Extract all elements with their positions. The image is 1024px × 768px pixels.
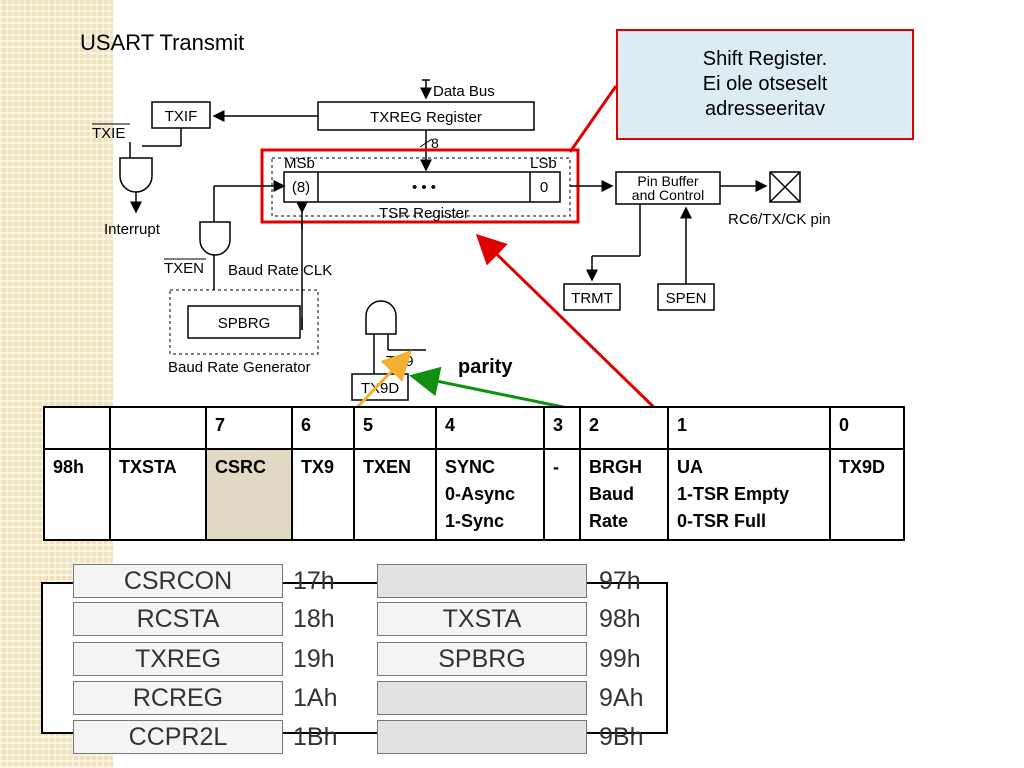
header-cell: 0 [829, 406, 905, 450]
register-address-map: CSRCON 17h 97h RCSTA 18h TXSTA 98h TXREG… [41, 564, 668, 754]
lsb-label: LSb [530, 155, 557, 172]
trmt-box [563, 283, 621, 311]
txie-label: TXIE [92, 125, 125, 142]
cell-bit1: UA 1-TSR Empty 0-TSR Full [667, 448, 831, 541]
data-bus-label: Data Bus [433, 83, 495, 100]
txif-flag: TXIF [151, 101, 211, 129]
data-bus: Data Bus [420, 79, 495, 100]
pin-label: RC6/TX/CK pin [728, 211, 831, 228]
list-item: TXREG 19h SPBRG 99h [43, 640, 666, 678]
header-cell: 4 [435, 406, 545, 450]
callout-line-3: adresseeritav [704, 98, 826, 120]
lsb-value: 0 [540, 179, 548, 196]
cell-bit3: - [543, 448, 581, 541]
header-cell: 3 [543, 406, 581, 450]
slide-title: USART Transmit [80, 30, 245, 55]
spen-box [657, 283, 715, 311]
decorative-stripe [0, 0, 113, 768]
cell-bit5: TXEN [353, 448, 437, 541]
callout-line-1: Shift Register. [702, 48, 828, 70]
list-item: CSRCON 17h 97h [43, 562, 666, 600]
pin-buffer-line1: Pin Buffer [637, 173, 699, 189]
parity-label: parity [458, 356, 513, 378]
header-cell: 2 [579, 406, 669, 450]
header-cell: 1 [667, 406, 831, 450]
spbrg-box [187, 305, 301, 339]
svg-text:TXIF: TXIF [165, 108, 198, 125]
and-gate-interrupt [119, 157, 153, 193]
baud-gen-label: Baud Rate Generator [168, 359, 311, 376]
shift-register-callout: Shift Register. Ei ole otseselt adressee… [616, 29, 914, 140]
header-cell [43, 406, 111, 450]
msb-value: (8) [292, 179, 310, 196]
tsr-label: TSR Register [379, 205, 469, 222]
pin-buffer-line2: and Control [632, 187, 704, 203]
callout-pointer [568, 85, 618, 153]
cell-bit7: CSRC [205, 448, 293, 541]
txsta-register-table: 7 6 5 4 3 2 1 0 98h TXSTA CSRC TX9 TXEN … [43, 406, 905, 541]
and-gate-tx9 [365, 300, 397, 335]
header-cell [109, 406, 207, 450]
spbrg-label: SPBRG [218, 315, 271, 332]
header-cell: 7 [205, 406, 293, 450]
cell-bit0: TX9D [829, 448, 905, 541]
cell-register: TXSTA [109, 448, 207, 541]
txen-label: TXEN [164, 260, 204, 277]
bus-width-label: 8 [431, 135, 439, 151]
trmt-label: TRMT [571, 290, 613, 307]
tsr-dots: • • • [412, 179, 436, 196]
spen-label: SPEN [666, 290, 707, 307]
header-cell: 5 [353, 406, 437, 450]
cell-bit6: TX9 [291, 448, 355, 541]
cell-bit2: BRGH Baud Rate [579, 448, 669, 541]
baud-clk-label: Baud Rate CLK [228, 262, 332, 279]
callout-line-2: Ei ole otseselt [702, 73, 828, 95]
pin-buffer-box [615, 171, 721, 205]
interrupt-label: Interrupt [104, 221, 161, 238]
baud-generator-box [169, 289, 319, 355]
list-item: CCPR2L 1Bh 9Bh [43, 718, 666, 756]
txreg-register: TXREG Register [317, 101, 535, 131]
list-item: RCSTA 18h TXSTA 98h [43, 600, 666, 638]
table-header-row: 7 6 5 4 3 2 1 0 [43, 406, 905, 450]
table-row: 98h TXSTA CSRC TX9 TXEN SYNC 0-Async 1-S… [43, 448, 905, 541]
cell-bit4: SYNC 0-Async 1-Sync [435, 448, 545, 541]
cell-address: 98h [43, 448, 111, 541]
tsr-register: MSb LSb (8) • • • 0 TSR Register [271, 155, 571, 222]
header-cell: 6 [291, 406, 355, 450]
and-gate-baud [199, 221, 231, 256]
pin-icon [769, 171, 801, 203]
txreg-label: TXREG Register [370, 109, 482, 126]
msb-label: MSb [284, 155, 315, 172]
list-item: RCREG 1Ah 9Ah [43, 679, 666, 717]
